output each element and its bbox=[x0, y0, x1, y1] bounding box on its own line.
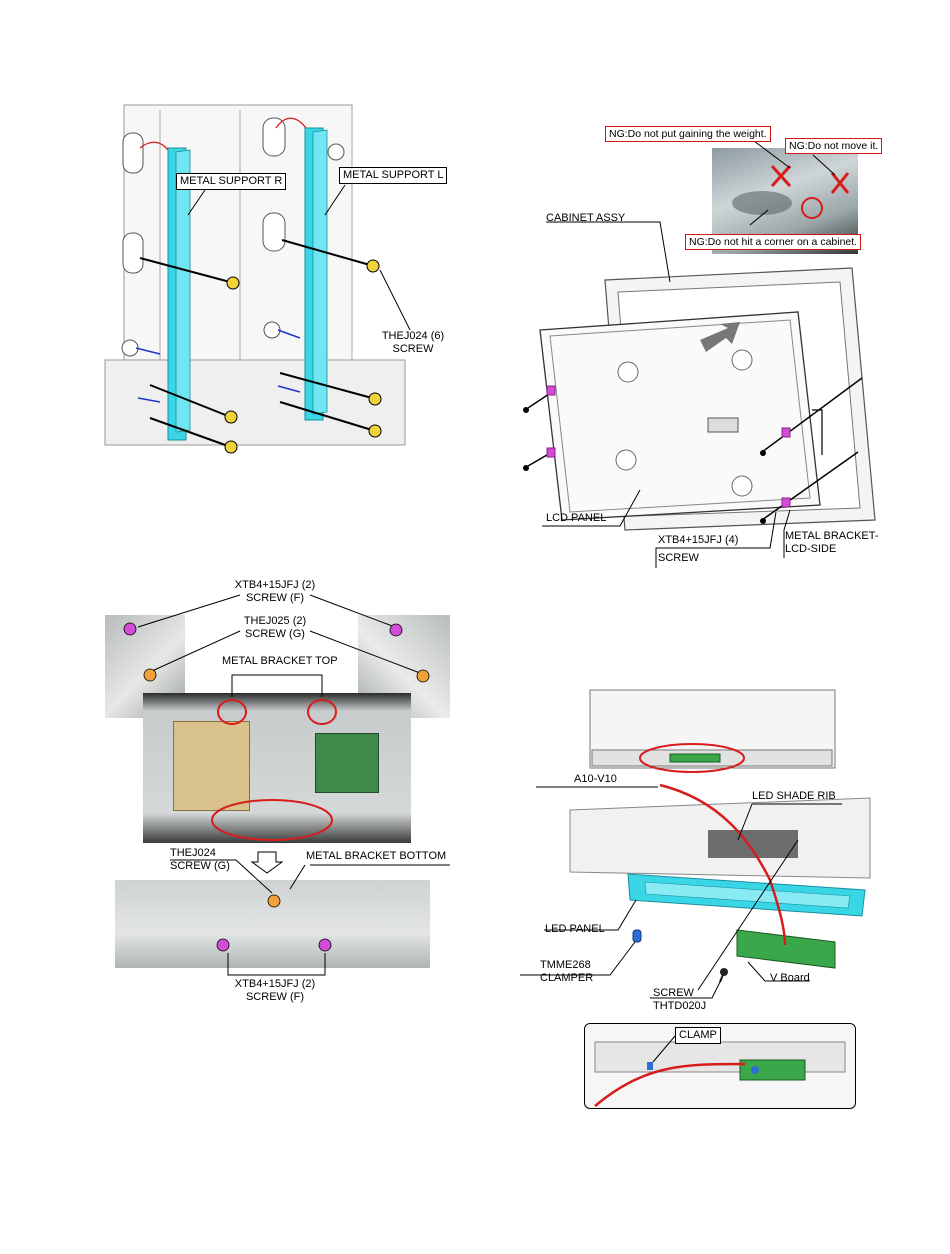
xtb4-screw-part: XTB4+15JFJ (4) bbox=[658, 534, 739, 546]
thej024-screw-label: SCREW (G) bbox=[170, 860, 230, 872]
v-screw-label: SCREW bbox=[653, 987, 694, 999]
ng-corner-warning: NG:Do not hit a corner on a cabinet. bbox=[685, 234, 862, 250]
thej024-part: THEJ024 bbox=[170, 847, 216, 859]
main-board bbox=[315, 733, 379, 793]
lcd-panel-label: LCD PANEL bbox=[546, 512, 607, 524]
cabinet-leaders bbox=[749, 137, 836, 226]
screw-caption: SCREW bbox=[392, 343, 434, 355]
bracket-line-1: METAL BRACKET- bbox=[785, 530, 879, 542]
metal-support-r-label: METAL SUPPORT R bbox=[176, 173, 287, 190]
thej024-screw-label: THEJ024 (6) SCREW bbox=[378, 330, 448, 356]
bottom-screw-caption: XTB4+15JFJ (2) SCREW (F) bbox=[225, 978, 325, 1004]
screw-f-label: SCREW (F) bbox=[245, 592, 305, 604]
bracket-line-2: LCD-SIDE bbox=[785, 543, 837, 555]
metal-support-l-label: METAL SUPPORT L bbox=[339, 167, 448, 184]
top-screw-f-caption: XTB4+15JFJ (2) SCREW (F) bbox=[225, 579, 325, 605]
a10-v10-label: A10-V10 bbox=[574, 773, 617, 785]
power-board bbox=[173, 721, 250, 811]
cabinet-drawing bbox=[523, 221, 876, 568]
clamper-label: CLAMPER bbox=[540, 972, 594, 984]
led-panel-diagram: A10-V10 LED SHADE RIB LED PANEL TMME268 … bbox=[480, 680, 950, 1120]
tmme268-caption: TMME268 CLAMPER bbox=[540, 959, 593, 985]
bracket-annotations bbox=[123, 594, 450, 976]
screw-g-part: THEJ025 (2) bbox=[243, 615, 307, 627]
bottom-screw-label: SCREW (F) bbox=[245, 991, 305, 1003]
thej024-caption: THEJ024 SCREW (G) bbox=[170, 847, 230, 873]
metal-bracket-bottom-label: METAL BRACKET BOTTOM bbox=[306, 850, 447, 862]
metal-support-diagram: METAL SUPPORT R METAL SUPPORT L THEJ024 … bbox=[0, 0, 480, 470]
led-panel-label: LED PANEL bbox=[545, 923, 605, 935]
top-screw-g-caption: THEJ025 (2) SCREW (G) bbox=[225, 615, 325, 641]
caution-marks bbox=[732, 164, 850, 219]
clamp-label: CLAMP bbox=[675, 1027, 721, 1044]
cabinet-assy-diagram: NG:Do not put gaining the weight. NG:Do … bbox=[480, 0, 950, 580]
screw-part-number: THEJ024 (6) bbox=[381, 330, 445, 342]
ng-weight-warning: NG:Do not put gaining the weight. bbox=[605, 126, 771, 142]
cabinet-assy-label: CABINET ASSY bbox=[546, 212, 626, 224]
bottom-screw-part: XTB4+15JFJ (2) bbox=[234, 978, 316, 990]
v-board-label: V Board bbox=[770, 972, 810, 984]
tv-back-photo bbox=[143, 693, 411, 843]
thtd020j-caption: SCREW THTD020J bbox=[653, 987, 706, 1013]
clamp-inset: CLAMP bbox=[584, 1023, 856, 1109]
led-assembly-drawing bbox=[520, 689, 871, 999]
xtb4-screw-label: SCREW bbox=[658, 552, 699, 564]
led-shade-rib-label: LED SHADE RIB bbox=[752, 790, 836, 802]
metal-bracket-lcd-side-label: METAL BRACKET- LCD-SIDE bbox=[785, 530, 879, 556]
screw-g-label: SCREW (G) bbox=[245, 628, 305, 640]
metal-bracket-diagram: XTB4+15JFJ (2) SCREW (F) THEJ025 (2) SCR… bbox=[0, 575, 480, 1015]
bracket-bottom-photo bbox=[115, 880, 430, 968]
ng-move-warning: NG:Do not move it. bbox=[785, 138, 883, 154]
clamp-inset-drawing bbox=[594, 1035, 846, 1107]
v-screw-part: THTD020J bbox=[653, 1000, 707, 1012]
screw-f-part: XTB4+15JFJ (2) bbox=[234, 579, 316, 591]
metal-bracket-top-label: METAL BRACKET TOP bbox=[222, 655, 338, 667]
metal-support-drawing bbox=[104, 104, 411, 454]
clamper-part: TMME268 bbox=[540, 959, 591, 971]
